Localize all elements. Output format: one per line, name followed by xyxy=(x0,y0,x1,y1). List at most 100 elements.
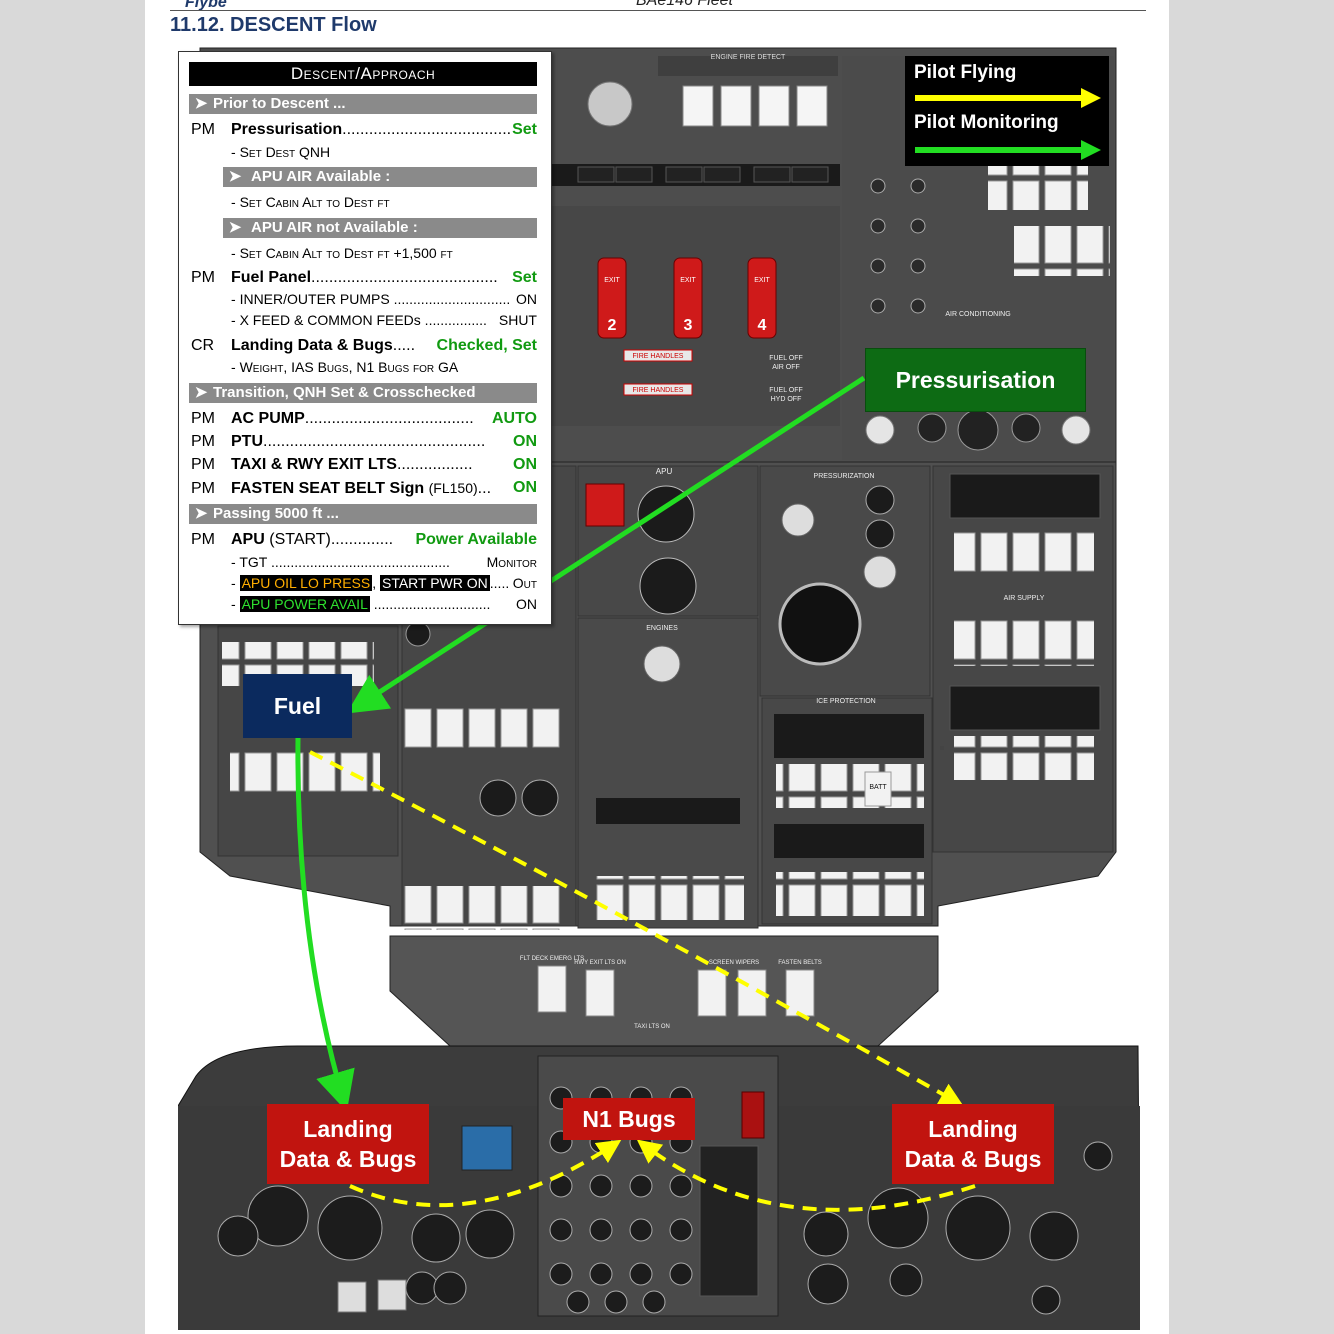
value: ON xyxy=(513,479,537,496)
label-taxi-lts-on: TAXI LTS ON xyxy=(634,1024,670,1030)
label-air-off-1: AIR OFF xyxy=(772,364,800,371)
item: FASTEN SEAT BELT Sign xyxy=(231,480,425,497)
sub-text: Set Dest QNH xyxy=(239,144,331,160)
role: PM xyxy=(191,121,215,138)
sub-weight-bugs: - Weight, IAS Bugs, N1 Bugs for GA xyxy=(231,359,459,375)
flow-line-yellow-to-n1-left xyxy=(349,1139,622,1208)
role: PM xyxy=(191,269,215,286)
section-apu-air-available: ➤APU AIR Available : xyxy=(223,167,537,187)
row-taxi-rwy-lts: PM TAXI & RWY EXIT LTS................. O… xyxy=(191,455,537,475)
annunciator-apu-oil-lo-press: APU OIL LO PRESS xyxy=(239,575,373,591)
chevron-right-icon: ➤ xyxy=(194,505,208,522)
section-prior-to-descent: ➤ Prior to Descent ... xyxy=(189,94,537,114)
legend-arrow-green xyxy=(915,140,1101,160)
fire-handle-2-exit: EXIT xyxy=(604,277,620,284)
label-batt: BATT xyxy=(869,784,887,791)
fire-handle-4-exit: EXIT xyxy=(754,277,770,284)
sub-text: TGT xyxy=(239,554,268,570)
section-label: Passing 5000 ft ... xyxy=(213,505,339,522)
value: Power Available xyxy=(415,531,537,548)
item: Landing Data & Bugs xyxy=(231,337,393,354)
item: Pressurisation xyxy=(231,121,343,138)
label-screen-wipers: SCREEN WIPERS xyxy=(709,960,759,966)
section-label: APU AIR Available : xyxy=(251,168,391,185)
annunciator-apu-power-avail: APU POWER AVAIL xyxy=(239,596,370,612)
role: CR xyxy=(191,337,215,354)
header-fleet: BAe146 Fleet xyxy=(636,0,733,9)
sub-tgt: - TGT ..................................… xyxy=(231,554,537,570)
sub-value: Monitor xyxy=(486,554,537,570)
sub-value: ON xyxy=(516,596,537,612)
header-rule xyxy=(170,10,1146,11)
label-fuel-off-2: FUEL OFF xyxy=(769,387,803,394)
value: ON xyxy=(513,456,537,473)
section-transition: ➤ Transition, QNH Set & Crosschecked xyxy=(189,383,537,403)
role: PM xyxy=(191,456,215,473)
row-ac-pump: PM AC PUMP...............................… xyxy=(191,409,537,429)
item: TAXI & RWY EXIT LTS xyxy=(231,456,397,473)
label-engine-fire-detect: ENGINE FIRE DETECT xyxy=(711,54,786,61)
fire-handle-3-number: 3 xyxy=(684,317,693,334)
apu-mode: (START) xyxy=(269,531,331,548)
section-label: Prior to Descent ... xyxy=(213,95,346,112)
chevron-right-icon: ➤ xyxy=(194,384,208,401)
value: Set xyxy=(512,269,537,286)
section-apu-air-not-available: ➤APU AIR not Available : xyxy=(223,218,537,238)
value: Checked, Set xyxy=(436,337,537,354)
header-logo: Flybe xyxy=(185,0,227,11)
chevron-right-icon: ➤ xyxy=(194,95,208,112)
label-fire-handles-1: FIRE HANDLES xyxy=(633,353,684,360)
section-label: Transition, QNH Set & Crosschecked xyxy=(213,384,476,401)
checklist-card: Descent/Approach ➤Prior to Descent ... P… xyxy=(178,51,552,625)
fire-handle-3-exit: EXIT xyxy=(680,277,696,284)
callout-landing-data-left: Landing Data & Bugs xyxy=(267,1104,429,1184)
item: PTU xyxy=(231,433,263,450)
role: PM xyxy=(191,531,215,548)
callout-fuel: Fuel xyxy=(243,674,352,738)
label-apu: APU xyxy=(656,467,673,476)
callout-n1-bugs: N1 Bugs xyxy=(563,1098,695,1140)
role: PM xyxy=(191,410,215,427)
leader-dots: ........................................… xyxy=(311,269,498,286)
section-title: 11.12. DESCENT Flow xyxy=(170,14,377,36)
sub-text: Set Cabin Alt to Dest ft +1,500 ft xyxy=(239,245,453,261)
sub-apu-power-avail: - APU POWER AVAIL ......................… xyxy=(231,596,537,612)
leader-dots: .............. xyxy=(330,531,394,548)
sub-value: Out xyxy=(512,575,537,591)
flow-line-yellow-to-n1-right xyxy=(636,1139,976,1212)
flow-line-pressurisation-to-fuel xyxy=(346,375,866,714)
callout-pressurisation: Pressurisation xyxy=(865,348,1086,412)
label-rwy-exit-lts: RWY EXIT LTS ON xyxy=(574,960,626,966)
annunciator-start-pwr-on: START PWR ON xyxy=(379,575,490,591)
leader-dots: ...................................... xyxy=(304,410,474,427)
section-label: APU AIR not Available : xyxy=(251,219,418,236)
legend-box: Pilot Flying Pilot Monitoring xyxy=(905,56,1109,166)
callout-landing-left-line1: Landing xyxy=(303,1116,393,1142)
value: Set xyxy=(512,121,537,138)
flight-level: (FL150) xyxy=(428,480,478,496)
sub-value: SHUT xyxy=(498,312,537,328)
item: AC PUMP xyxy=(231,410,305,427)
label-fire-handles-2: FIRE HANDLES xyxy=(633,387,684,394)
label-pressurization: PRESSURIZATION xyxy=(814,473,875,480)
callout-landing-right-line2: Data & Bugs xyxy=(904,1146,1042,1172)
callout-landing-data-right: Landing Data & Bugs xyxy=(892,1104,1054,1184)
sub-inner-outer-pumps: - INNER/OUTER PUMPS ....................… xyxy=(231,291,537,307)
leader-dots: ................. xyxy=(396,456,473,473)
sub-text: Set Cabin Alt to Dest ft xyxy=(239,194,390,210)
callout-landing-right-line1: Landing xyxy=(928,1116,1018,1142)
sub-set-dest-qnh: - Set Dest QNH xyxy=(231,144,331,160)
flow-line-yellow-to-landing-right xyxy=(309,750,964,1106)
label-hyd-off: HYD OFF xyxy=(771,396,802,403)
sub-text: Weight, IAS Bugs, N1 Bugs for GA xyxy=(239,359,459,375)
item: Fuel Panel xyxy=(231,269,312,286)
leader-dots: ...................................... xyxy=(342,121,512,138)
sub-value: ON xyxy=(516,291,537,307)
row-fuel-panel: PM Fuel Panel............................… xyxy=(191,268,537,288)
leader-dots: ..... xyxy=(392,337,416,354)
value: ON xyxy=(513,433,537,450)
sub-apu-oil: - APU OIL LO PRESS, START PWR ON..... Ou… xyxy=(231,575,537,591)
leader-dots: ........................................… xyxy=(263,433,486,450)
